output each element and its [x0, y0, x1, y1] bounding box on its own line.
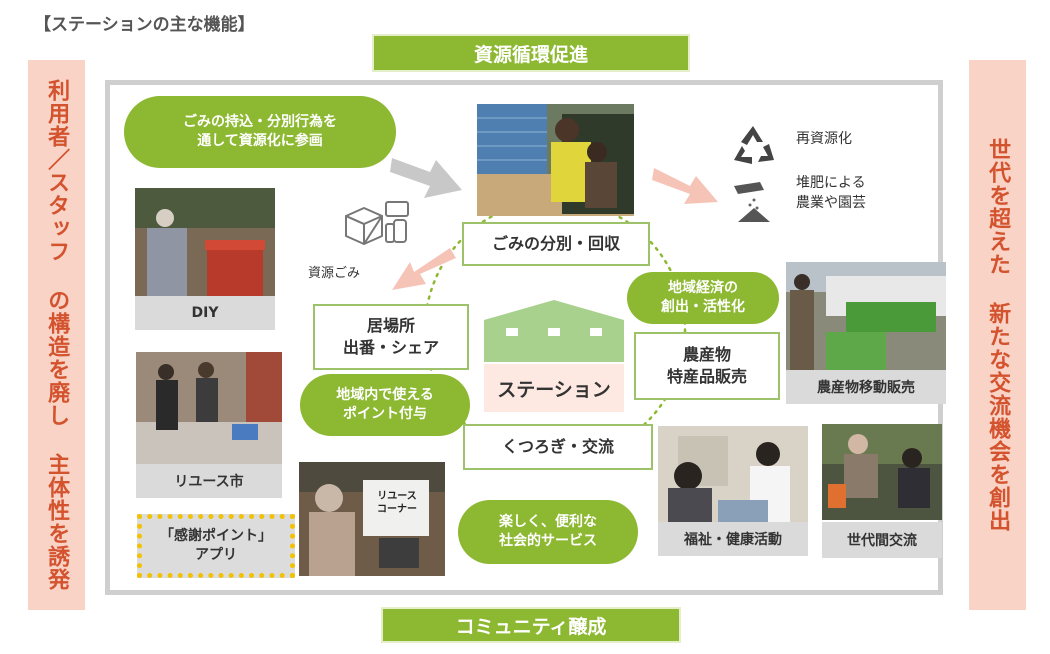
economy-pill: 地域経済の 創出・活性化 — [627, 272, 779, 324]
reuse-corner-sign: リユース コーナー — [377, 491, 417, 515]
produce-sales-box: 農産物 特産品販売 — [634, 332, 780, 400]
right-side-panel: 世代を超えた 新たな交流機会を創出 — [969, 60, 1026, 610]
reuse-market-caption: リユース市 — [136, 464, 282, 498]
place-share-box: 居場所 出番・シェア — [313, 304, 469, 370]
participate-pill: ごみの持込・分別行為を 通して資源化に参画 — [124, 96, 396, 168]
relax-exchange-box: くつろぎ・交流 — [463, 424, 653, 470]
thanks-point-app-caption: 「感謝ポイント」 アプリ — [137, 514, 295, 578]
services-pill: 楽しく、便利な 社会的サービス — [458, 500, 638, 564]
station-building-icon — [484, 300, 624, 362]
diagram-frame-bottom — [105, 590, 943, 595]
reuse-photo — [136, 352, 282, 464]
intergenerational-exchange-caption: 世代間交流 — [822, 522, 942, 558]
left-side-panel: 利用者／スタッフ の構造を廃し 主体性を誘発 — [28, 60, 85, 610]
resource-circulation-band: 資源循環促進 — [372, 34, 690, 72]
recyclable-waste-label: 資源ごみ — [308, 266, 361, 281]
points-pill: 地域内で使える ポイント付与 — [300, 374, 470, 436]
recycle-label: 再資源化 — [796, 131, 852, 147]
diy-photo — [135, 188, 275, 296]
left-side-text: 利用者／スタッフ の構造を廃し 主体性を誘発 — [44, 79, 70, 591]
welfare-photo — [658, 426, 808, 526]
arrow-to-recycle — [652, 168, 718, 204]
sorting-collection-box: ごみの分別・回収 — [462, 222, 650, 266]
station-label: ステーション — [484, 364, 624, 412]
reuse-corner-photo: リユース コーナー — [299, 462, 445, 576]
right-side-text: 世代を超えた 新たな交流機会を創出 — [985, 138, 1011, 532]
sorting-photo — [477, 104, 634, 216]
compost-label: 堆肥による 農業や園芸 — [796, 175, 866, 211]
recyclables-icon — [345, 201, 409, 245]
compost-icon — [734, 182, 770, 222]
mobile-sales-photo — [786, 262, 946, 370]
arrow-to-waste — [392, 248, 456, 290]
arrow-to-station — [390, 158, 462, 198]
diy-caption: DIY — [135, 296, 275, 330]
mobile-produce-sales-caption: 農産物移動販売 — [786, 370, 946, 404]
page-title: 【ステーションの主な機能】 — [34, 15, 255, 35]
intergenerational-photo — [822, 424, 942, 520]
recycle-icon — [734, 126, 774, 164]
community-building-band: コミュニティ醸成 — [381, 607, 681, 643]
welfare-health-caption: 福祉・健康活動 — [658, 522, 808, 556]
